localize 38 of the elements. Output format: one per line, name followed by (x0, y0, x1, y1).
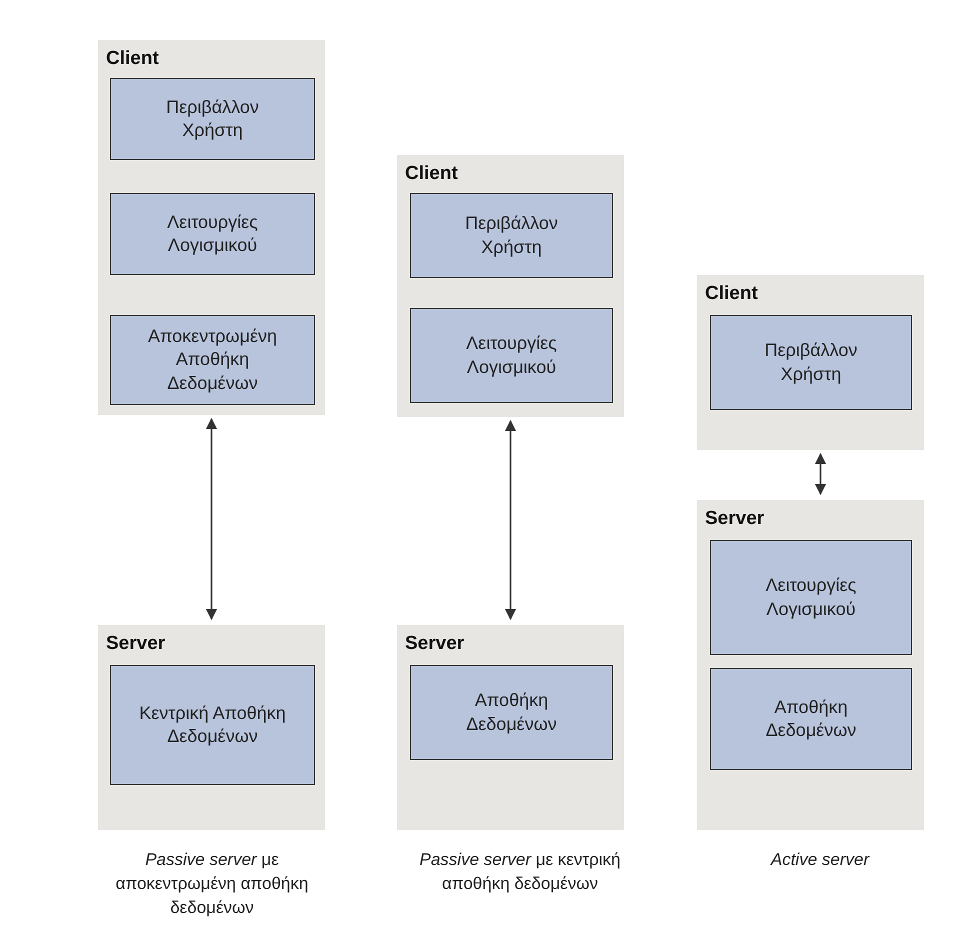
tier-panel (98, 625, 325, 830)
component-box (410, 665, 613, 760)
component-box (410, 193, 613, 278)
component-label: Αποθήκη Δεδομένων (465, 689, 558, 736)
tier-heading: Server (106, 633, 166, 655)
component-box (710, 315, 912, 410)
double-arrow (814, 452, 826, 496)
caption-text: Active server (769, 849, 871, 871)
tier-heading: Server (705, 508, 764, 530)
tier-heading: Client (405, 163, 458, 185)
caption-text: Passive server με κεντρική αποθήκη δεδομένων (418, 849, 622, 895)
double-arrow (206, 418, 218, 620)
component-label: Λειτουργίες Λογισμικού (764, 574, 858, 621)
component-label: Αποθήκη Δεδομένων (764, 696, 858, 742)
tier-heading: Server (405, 633, 464, 655)
tier-heading: Client (106, 48, 159, 70)
component-box (110, 665, 315, 785)
component-label: Κεντρική Αποθήκη Δεδομένων (138, 702, 287, 748)
component-box (110, 315, 315, 405)
component-label: Λειτουργίες Λογισμικού (465, 332, 558, 379)
component-box (710, 540, 912, 655)
component-box (410, 308, 613, 403)
component-label: Λειτουργίες Λογισμικού (166, 210, 259, 257)
component-box (110, 193, 315, 275)
component-label: Περιβάλλον Χρήστη (464, 212, 559, 259)
double-arrow (504, 420, 516, 620)
component-box (710, 668, 912, 770)
tier-panel (697, 500, 924, 830)
tier-heading: Client (705, 283, 758, 305)
tier-panel (697, 275, 924, 450)
component-label: Αποκεντρωμένη Αποθήκη Δεδομένων (146, 324, 278, 395)
tier-panel (397, 155, 624, 417)
component-box (110, 78, 315, 160)
tier-panel (98, 40, 325, 415)
component-label: Περιβάλλον Χρήστη (764, 339, 858, 386)
tier-panel (397, 625, 624, 830)
caption-text: Passive server με αποκεντρωμένη αποθήκη δεδομένων (114, 849, 310, 919)
component-label: Περιβάλλον Χρήστη (165, 96, 260, 142)
